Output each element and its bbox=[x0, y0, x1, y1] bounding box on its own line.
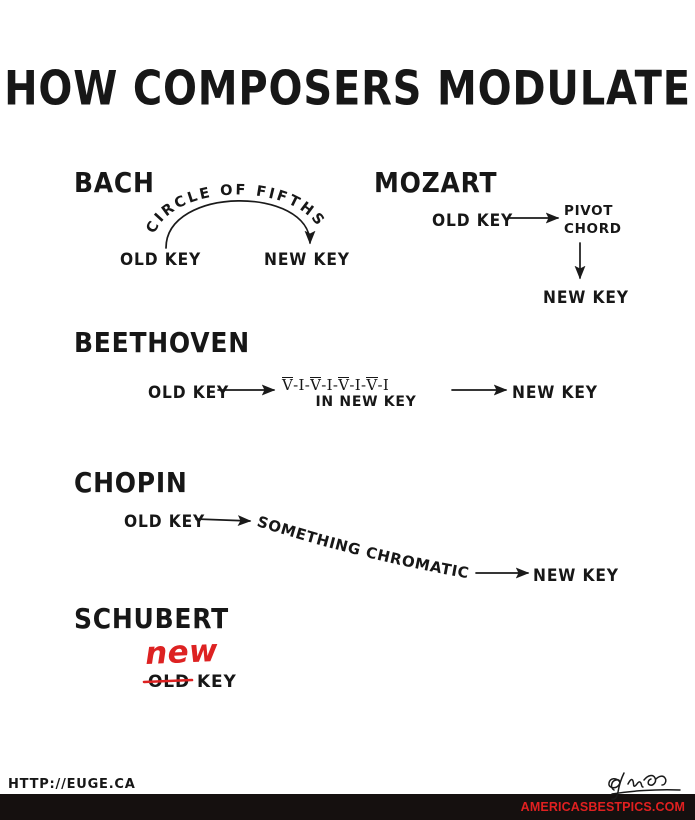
beethoven-roman-numerals: V-I-V-I-V-I-V-I bbox=[282, 376, 390, 394]
chopin-old-key-label: OLD KEY bbox=[124, 512, 206, 532]
bach-circle-of-fifths-arrow bbox=[165, 200, 316, 249]
watermark-text: AMERICASBESTPICS.COM bbox=[520, 800, 685, 814]
mozart-new-key-label: NEW KEY bbox=[543, 288, 629, 308]
beethoven-in-new-key-label: IN NEW KEY bbox=[315, 394, 417, 410]
section-heading-beethoven: BEETHOVEN bbox=[74, 326, 250, 359]
bach-new-key-label: NEW KEY bbox=[264, 250, 350, 270]
mozart-pivot-chord-line1: PIVOT bbox=[564, 203, 614, 219]
section-heading-mozart: MOZART bbox=[374, 166, 498, 199]
chopin-new-key-label: NEW KEY bbox=[533, 566, 619, 586]
beethoven-old-key-label: OLD KEY bbox=[148, 383, 230, 403]
beethoven-new-key-label: NEW KEY bbox=[512, 383, 598, 403]
schubert-struck-old-word: OLD bbox=[148, 672, 190, 692]
schubert-old-key-line: OLD KEY bbox=[148, 672, 237, 692]
section-heading-chopin: CHOPIN bbox=[74, 466, 188, 499]
chopin-chromatic-curved-label: SOMETHING CHROMATIC bbox=[255, 512, 471, 582]
bach-old-key-label: OLD KEY bbox=[120, 250, 202, 270]
schubert-key-word: KEY bbox=[196, 672, 237, 692]
section-heading-bach: BACH bbox=[74, 166, 155, 199]
mozart-pivot-chord-line2: CHORD bbox=[564, 221, 622, 237]
mozart-old-key-label: OLD KEY bbox=[432, 211, 514, 231]
watermark-bar: AMERICASBESTPICS.COM bbox=[0, 794, 695, 820]
footer-url[interactable]: HTTP://EUGE.CA bbox=[8, 777, 136, 792]
section-heading-schubert: SCHUBERT bbox=[74, 602, 229, 635]
page-title: HOW COMPOSERS MODULATE bbox=[4, 62, 691, 117]
schubert-new-word: new bbox=[144, 632, 219, 672]
bach-circle-of-fifths-label: CIRCLE OF FIFTHS bbox=[144, 182, 329, 236]
